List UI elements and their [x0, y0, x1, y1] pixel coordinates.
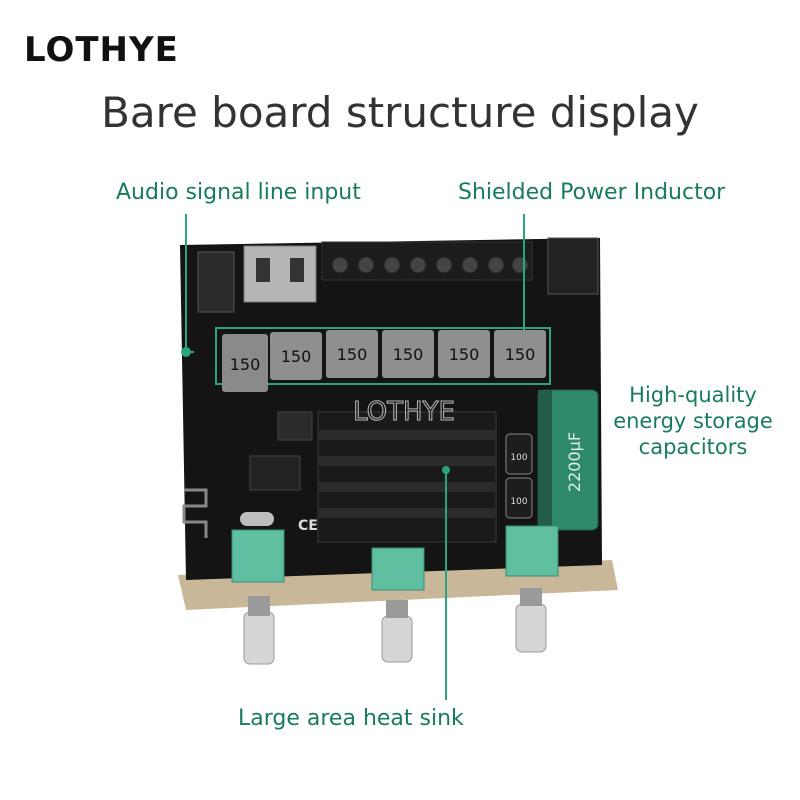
capacitor-marking: 2200µF: [565, 432, 584, 492]
label-capacitor-line2: energy storage: [613, 409, 773, 433]
inductor-marking: 150: [337, 345, 368, 364]
knob-shaft-left: [243, 611, 275, 665]
inductor-marking: 150: [449, 345, 480, 364]
ic-chip: [249, 455, 301, 491]
knob-shafts: [243, 588, 547, 665]
label-capacitor: High-quality energy storage capacitors: [608, 382, 778, 460]
usb-port: [243, 245, 317, 303]
small-cap-marking: 100: [510, 497, 527, 507]
watermark: LOTHYE: [353, 397, 455, 427]
inductor-marking: 150: [393, 345, 424, 364]
inductor: [494, 330, 546, 378]
label-capacitor-line1: High-quality: [629, 383, 757, 407]
inductor-highlight: [215, 327, 551, 385]
audio-leader-dot: [181, 347, 191, 357]
inductor: [270, 332, 322, 380]
small-cap-marking: 100: [510, 453, 527, 463]
inductors: [222, 330, 546, 392]
inductor-marking: 150: [281, 347, 312, 366]
ic-chip: [277, 411, 313, 441]
ce-mark: CE: [298, 518, 318, 534]
knob-shaft-middle: [381, 615, 413, 663]
label-audio-input: Audio signal line input: [116, 180, 361, 205]
heat-sink: [317, 411, 497, 543]
label-capacitor-line3: capacitors: [638, 435, 748, 459]
inductor-marking: 150: [505, 345, 536, 364]
potentiometers: [231, 525, 559, 591]
inductor: [382, 330, 434, 378]
inductor-marking: 150: [230, 355, 261, 374]
inductor: [438, 330, 490, 378]
label-inductor: Shielded Power Inductor: [458, 180, 726, 205]
knob-shaft-right: [515, 603, 547, 653]
audio-jack: [197, 251, 235, 313]
potentiometer-middle: [371, 547, 425, 591]
inductor: [222, 334, 268, 392]
crystal: [240, 512, 274, 526]
antenna-trace: [182, 488, 208, 538]
label-heat-sink: Large area heat sink: [238, 706, 464, 731]
potentiometer-right: [505, 525, 559, 577]
small-capacitors: [505, 433, 533, 519]
energy-storage-capacitor: [537, 389, 599, 531]
brand-logo: LOTHYE: [24, 30, 179, 70]
potentiometer-left: [231, 529, 285, 583]
terminal-screws: [331, 256, 529, 274]
heat-sink-leader-dot: [442, 466, 450, 474]
page-title: Bare board structure display: [101, 88, 699, 137]
inductor: [326, 330, 378, 378]
dc-jack: [547, 237, 599, 295]
